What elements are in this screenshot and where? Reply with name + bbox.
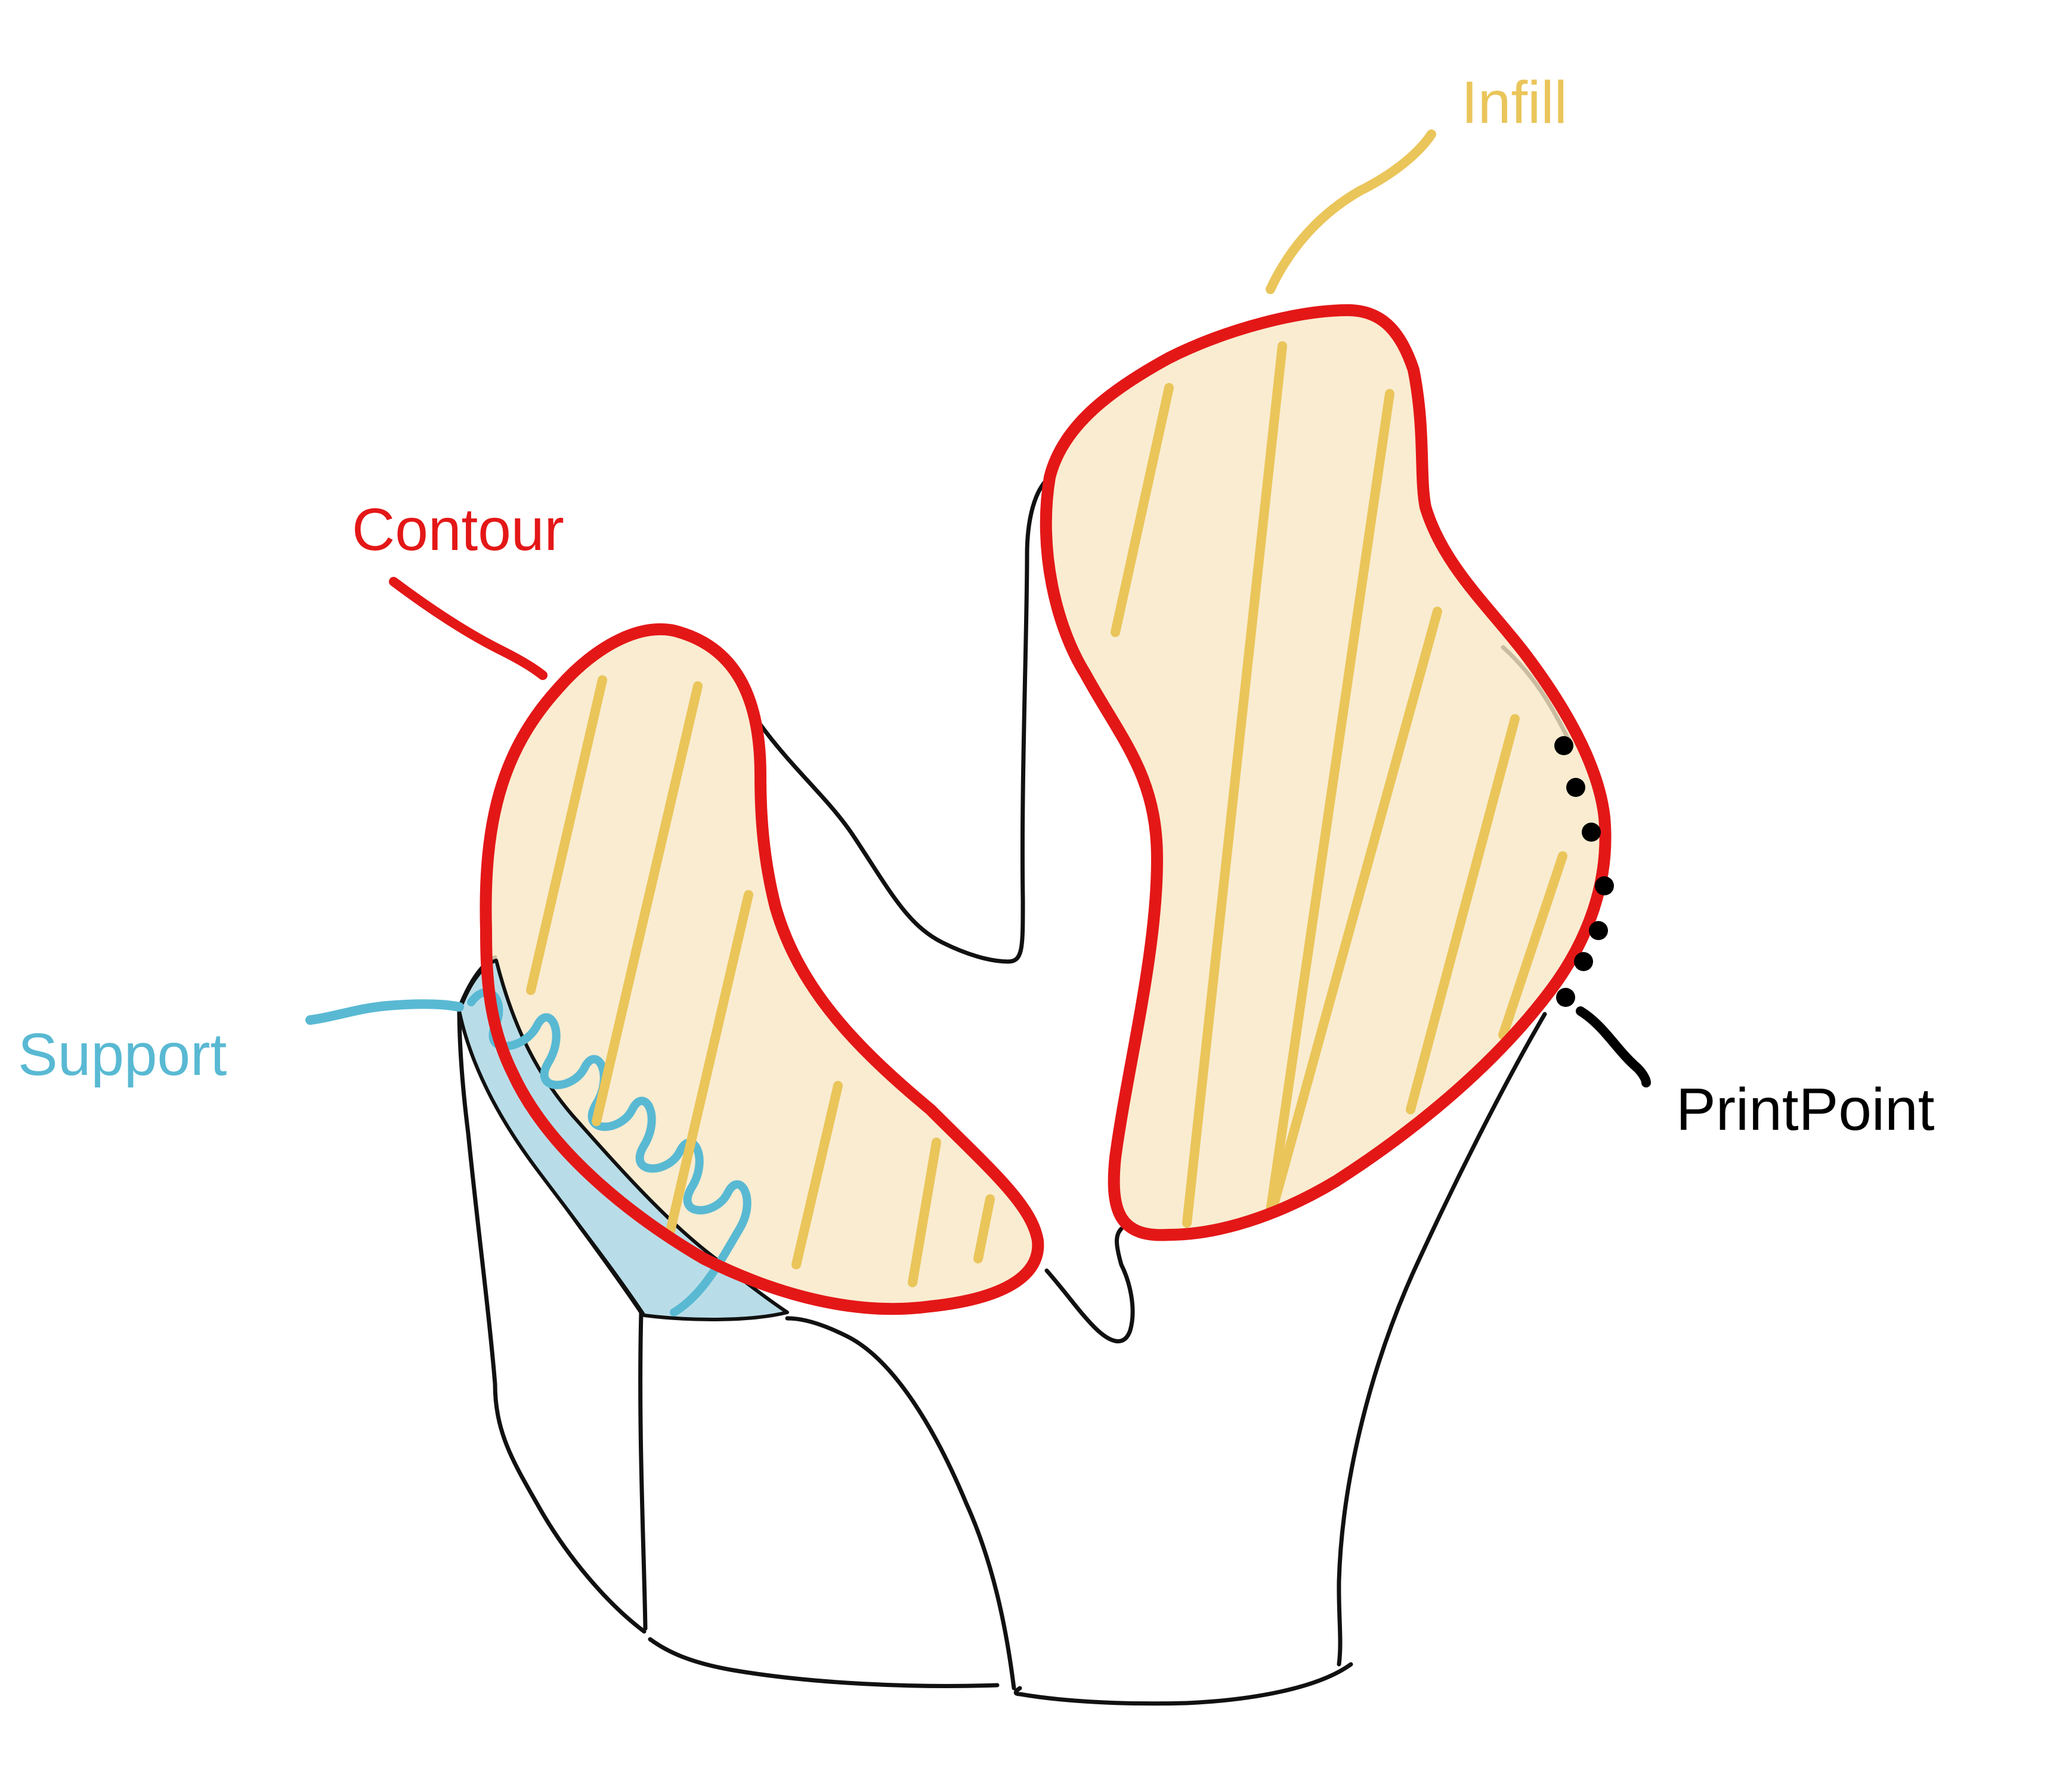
infill-line	[526, 675, 607, 995]
contour-paths	[480, 304, 1612, 1315]
infill-line	[592, 681, 703, 1126]
support-zigzag	[467, 988, 752, 1317]
infill-line	[1498, 851, 1567, 1040]
infill-line	[663, 890, 753, 1246]
infill-line	[973, 1194, 995, 1263]
printpoint-dot	[1582, 823, 1601, 842]
infill-line	[1266, 607, 1442, 1222]
printpoint-dot	[1556, 988, 1575, 1007]
infill-hatch-right	[1111, 341, 1567, 1228]
infill-line	[1406, 714, 1520, 1114]
infill-leader	[1266, 129, 1436, 294]
contour-label: Contour	[352, 496, 564, 563]
infill-hatch-left	[526, 675, 995, 1287]
printpoint-leader	[1576, 1006, 1651, 1087]
printpoint-dot	[1574, 952, 1593, 971]
infill-shading	[485, 310, 1606, 1309]
printpoint-dot	[1554, 736, 1573, 755]
printpoint-markers	[1554, 736, 1614, 1007]
contour-leader	[389, 577, 548, 680]
infill-label: Infill	[1461, 69, 1567, 136]
infill-line	[1266, 389, 1394, 1216]
infill-line	[1111, 383, 1174, 637]
printpoint-label: PrintPoint	[1676, 1076, 1935, 1143]
contour-right	[1040, 304, 1612, 1241]
infill-line	[791, 1081, 843, 1269]
printpoint-dot	[1589, 921, 1608, 940]
printpoint-dot	[1566, 778, 1585, 797]
printpoint-dot	[1595, 876, 1614, 895]
support-leader	[305, 999, 464, 1025]
support-label: Support	[18, 1021, 227, 1088]
contour-left	[480, 623, 1044, 1315]
infill-line	[908, 1138, 941, 1287]
infill-line	[1182, 341, 1287, 1228]
